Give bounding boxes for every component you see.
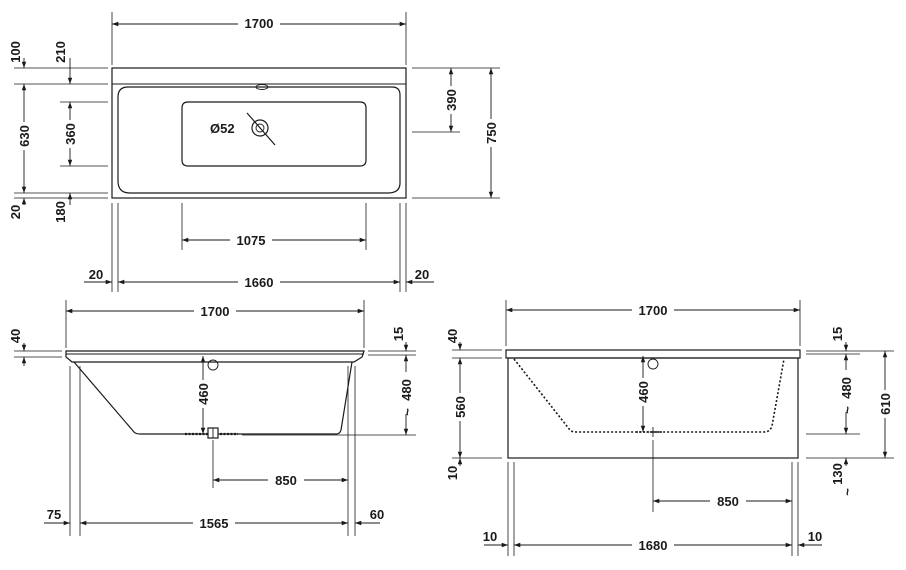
dim-feet-height-prefix: ~ — [840, 488, 855, 496]
dim-water-depth-right: 480 — [839, 377, 854, 399]
dim-inner-length: 1660 — [245, 275, 274, 290]
dim-flat-bottom: 1075 — [237, 233, 266, 248]
side-view-left: 1700 40 460 15 ~ 480 850 1565 — [8, 300, 416, 536]
dim-drain-offset-left: 850 — [275, 473, 297, 488]
dim-water-depth-prefix-left: ~ — [400, 408, 415, 416]
inner-basin-outline — [117, 86, 401, 194]
dim-drain-offset-right: 850 — [717, 494, 739, 509]
dim-panel-length: 1680 — [639, 538, 668, 553]
rim-profile-right — [505, 349, 801, 359]
dim-depth-overall: 750 — [484, 122, 499, 144]
overflow-icon-right — [647, 358, 659, 370]
side-view-right: 1700 40 560 10 460 15 ~ 480 610 ~ 130 — [445, 300, 894, 556]
dim-end-left: 10 — [483, 529, 497, 544]
dim-total-height: 610 — [878, 393, 893, 415]
dim-drain-height-right: 460 — [636, 381, 651, 403]
dim-rim-right-right: 15 — [830, 327, 845, 341]
dim-rim-bottom-inner: 180 — [53, 201, 68, 223]
dim-water-depth-prefix-right: ~ — [840, 406, 855, 414]
drain-icon — [246, 112, 276, 146]
dim-rim-height-right: 40 — [445, 329, 460, 343]
dim-panel-height: 560 — [453, 396, 468, 418]
dim-drain-zone: 360 — [63, 123, 78, 145]
basin-profile-left — [73, 361, 353, 435]
rim-profile-left — [65, 350, 365, 363]
dim-foot-left-left: 75 — [47, 507, 61, 522]
dim-rim-left: 20 — [89, 267, 103, 282]
dim-width-overall: 1700 — [245, 16, 274, 31]
dim-feet-height: 130 — [830, 463, 845, 485]
flat-bottom-outline — [181, 101, 367, 167]
dim-water-depth-left: 480 — [399, 379, 414, 401]
dim-rim-height-left: 40 — [8, 329, 23, 343]
dim-drain-offset: 390 — [444, 89, 459, 111]
drain-icon-left — [207, 427, 219, 439]
dim-rim-right-left: 15 — [391, 327, 406, 341]
dim-end-right: 10 — [808, 529, 822, 544]
dim-rim-right: 20 — [415, 267, 429, 282]
dim-width-left: 1700 — [201, 304, 230, 319]
dim-width-right: 1700 — [639, 303, 668, 318]
overflow-icon — [255, 84, 269, 90]
dim-rim-top-inner: 210 — [53, 41, 68, 63]
dim-rim-bottom: 20 — [8, 205, 23, 219]
dim-foot-left-right: 10 — [445, 466, 460, 480]
dim-drain-height-left: 460 — [196, 383, 211, 405]
dim-inner-height: 630 — [17, 125, 32, 147]
dim-base-length-left: 1565 — [200, 516, 229, 531]
dim-foot-right-left: 60 — [370, 507, 384, 522]
basin-profile-right-dotted — [513, 358, 785, 433]
dim-rim-top: 100 — [8, 41, 23, 63]
top-view: Ø52 1700 630 360 100 210 20 180 — [8, 12, 500, 292]
overflow-icon-left — [207, 359, 219, 371]
drain-diameter-label: Ø52 — [210, 121, 235, 136]
bathtub-outline-top — [111, 67, 407, 199]
